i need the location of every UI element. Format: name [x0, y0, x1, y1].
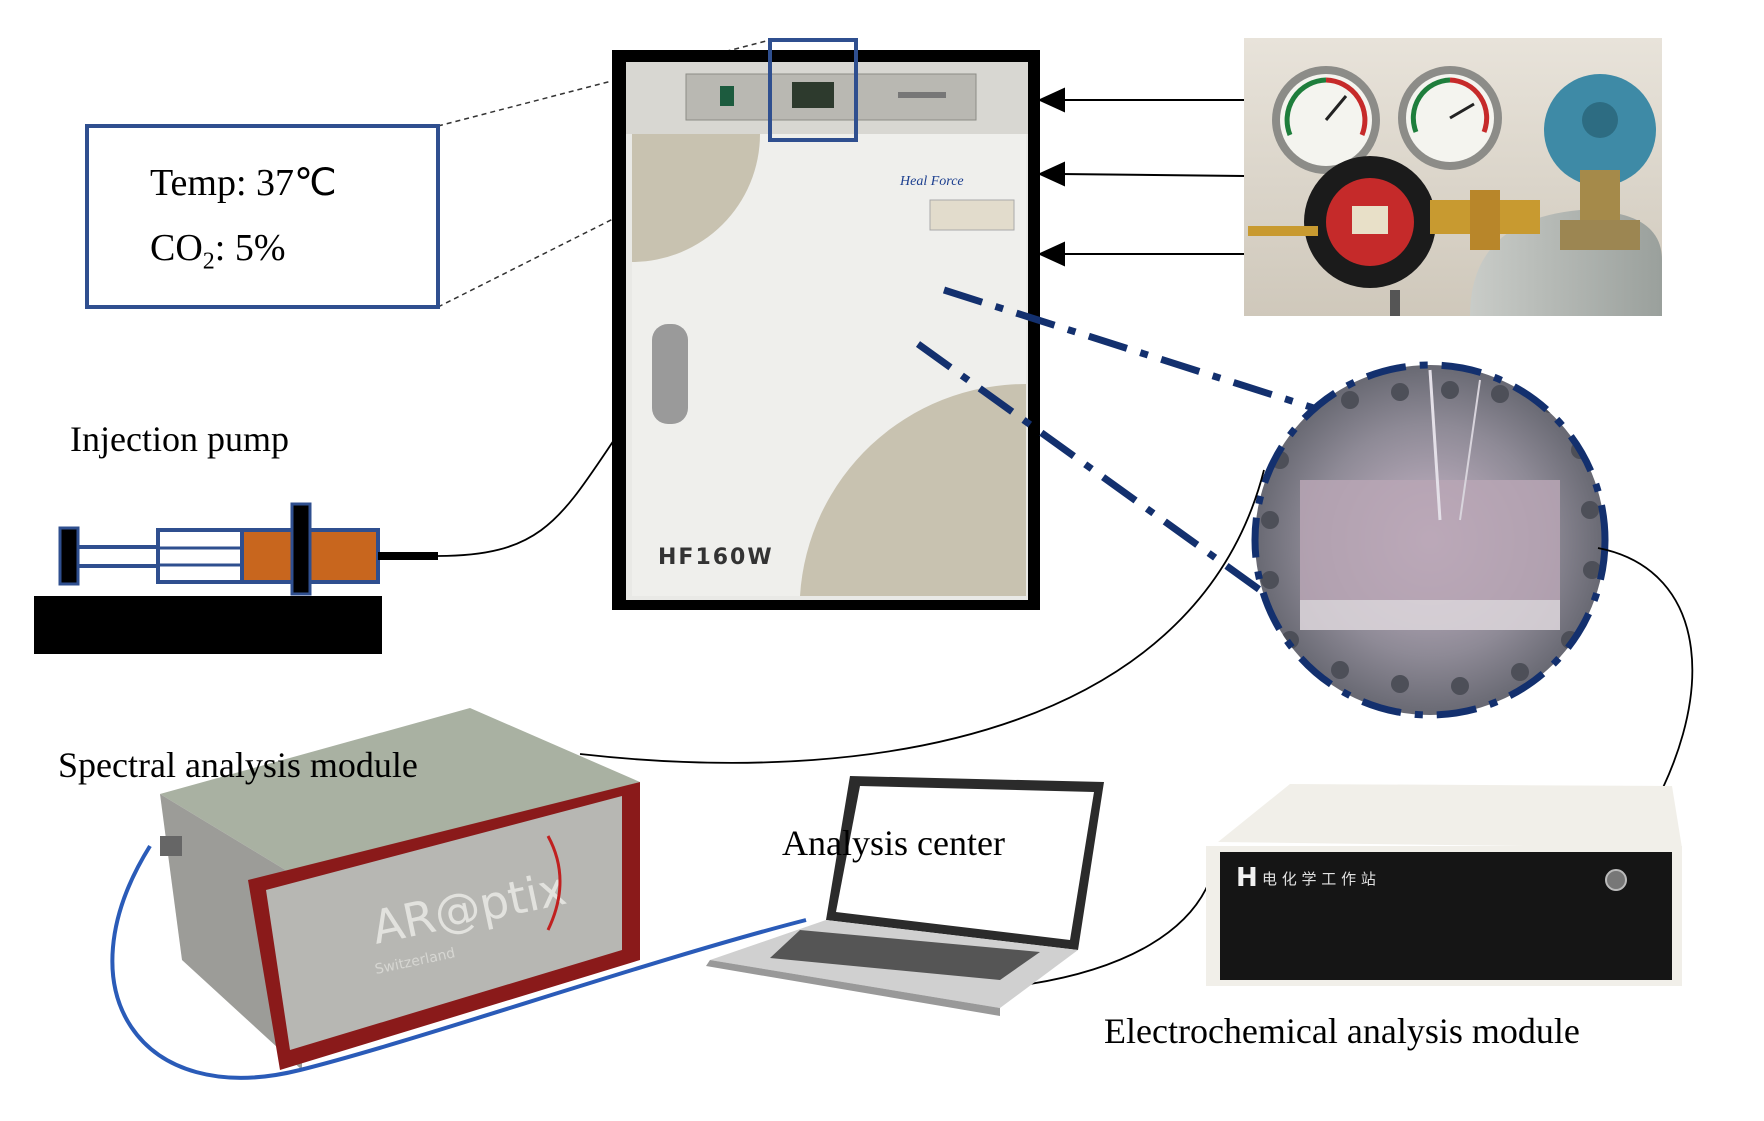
- workstation-power-button: [1605, 869, 1627, 891]
- incubator-model: HF160W: [658, 545, 774, 570]
- injection-pump: [34, 502, 438, 654]
- cables: [437, 439, 1694, 985]
- syringe-clamp: [290, 502, 312, 596]
- analysis-center-label: Analysis center: [782, 823, 1005, 863]
- gas-supply-arrows: [1037, 87, 1245, 267]
- laptop: [706, 776, 1104, 1016]
- pump-base: [34, 596, 382, 654]
- co2-subscript: 2: [202, 248, 215, 275]
- electrochemical-workstation: H 电 化 学 工 作 站: [1206, 784, 1682, 986]
- injection-pump-label: Injection pump: [70, 419, 289, 459]
- temp-label: Temp: 37℃: [150, 162, 337, 204]
- info-box-frame: [85, 124, 440, 309]
- display-highlight-box: [768, 38, 858, 142]
- zoom-dashdot-lines: [915, 286, 1322, 593]
- microfluidic-chip-photo: [1251, 361, 1609, 719]
- spectrometer: AR@ptix Switzerland: [160, 708, 640, 1070]
- pressure-gauge-left: [1272, 66, 1380, 174]
- co2-suffix: : 5%: [214, 227, 286, 269]
- incubator-display: [792, 82, 834, 108]
- workstation-panel-text: 电 化 学 工 作 站: [1262, 870, 1376, 888]
- workstation-logo: H: [1236, 863, 1258, 893]
- co2-regulator-photo: [1244, 38, 1662, 316]
- door-handle: [652, 324, 688, 424]
- power-switch: [720, 86, 734, 106]
- incubator: Heal Force HF160W: [612, 38, 1040, 610]
- co2-prefix: CO: [150, 227, 203, 269]
- pressure-gauge-right: [1398, 66, 1502, 170]
- electrochemical-module-label: Electrochemical analysis module: [1104, 1011, 1580, 1051]
- optical-fiber-cable: [110, 844, 807, 1080]
- fiber-port: [160, 836, 182, 856]
- spectral-module-label: Spectral analysis module: [58, 745, 418, 785]
- co2-reading: CO2: 5%: [150, 226, 286, 276]
- valve-handle: [1544, 74, 1656, 250]
- temperature-reading: Temp: 37℃: [150, 160, 337, 205]
- incubator-brand: Heal Force: [899, 174, 964, 189]
- regulator-knob: [1304, 156, 1436, 288]
